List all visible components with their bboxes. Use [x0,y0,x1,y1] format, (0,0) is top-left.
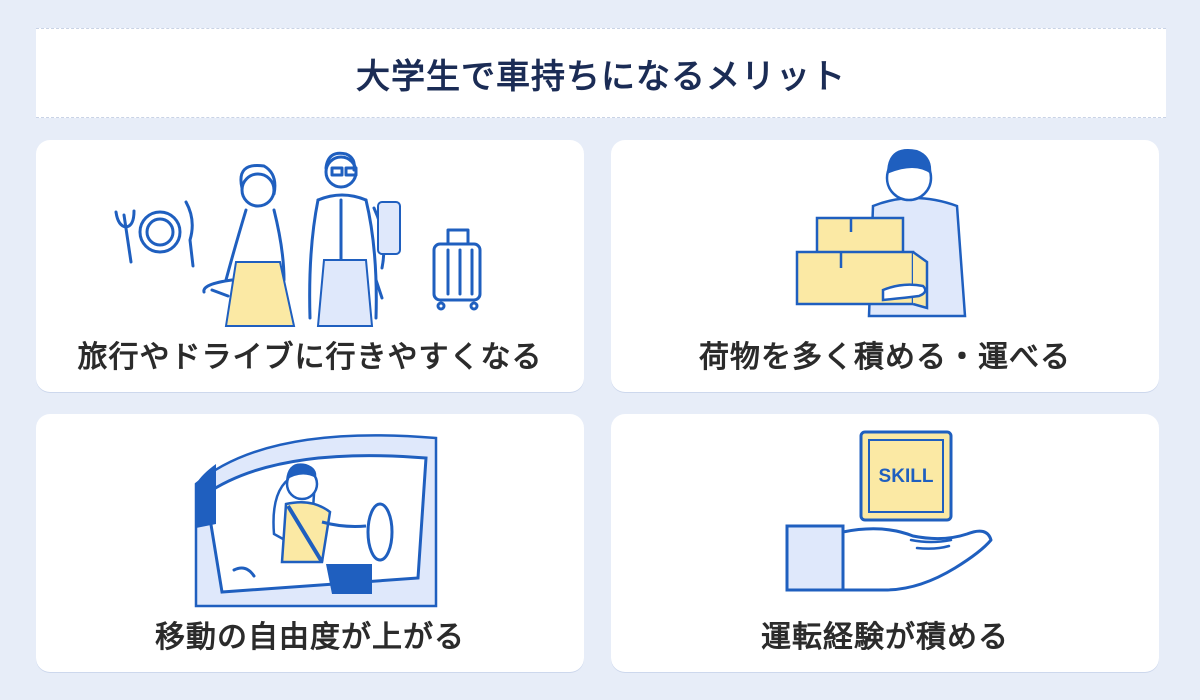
skill-badge-text: SKILL [879,466,934,487]
card-label: 運転経験が積める [761,620,1009,655]
person-driving-car-illustration [194,434,438,608]
card-label: 荷物を多く積める・運べる [699,340,1071,375]
page-title: 大学生で車持ちになるメリット [356,56,846,97]
title-banner: 大学生で車持ちになるメリット [36,28,1166,118]
card-mobility: 移動の自由度が上がる [36,414,584,672]
card-label: 移動の自由度が上がる [155,620,465,655]
card-luggage: 荷物を多く積める・運べる [611,140,1159,392]
person-carrying-boxes-illustration [795,149,967,318]
card-label: 旅行やドライブに行きやすくなる [77,340,543,375]
travel-couple-illustration [114,151,482,327]
card-experience: SKILL 運転経験が積める [611,414,1159,672]
card-travel: 旅行やドライブに行きやすくなる [36,140,584,392]
hand-holding-skill-illustration: SKILL [785,430,993,592]
